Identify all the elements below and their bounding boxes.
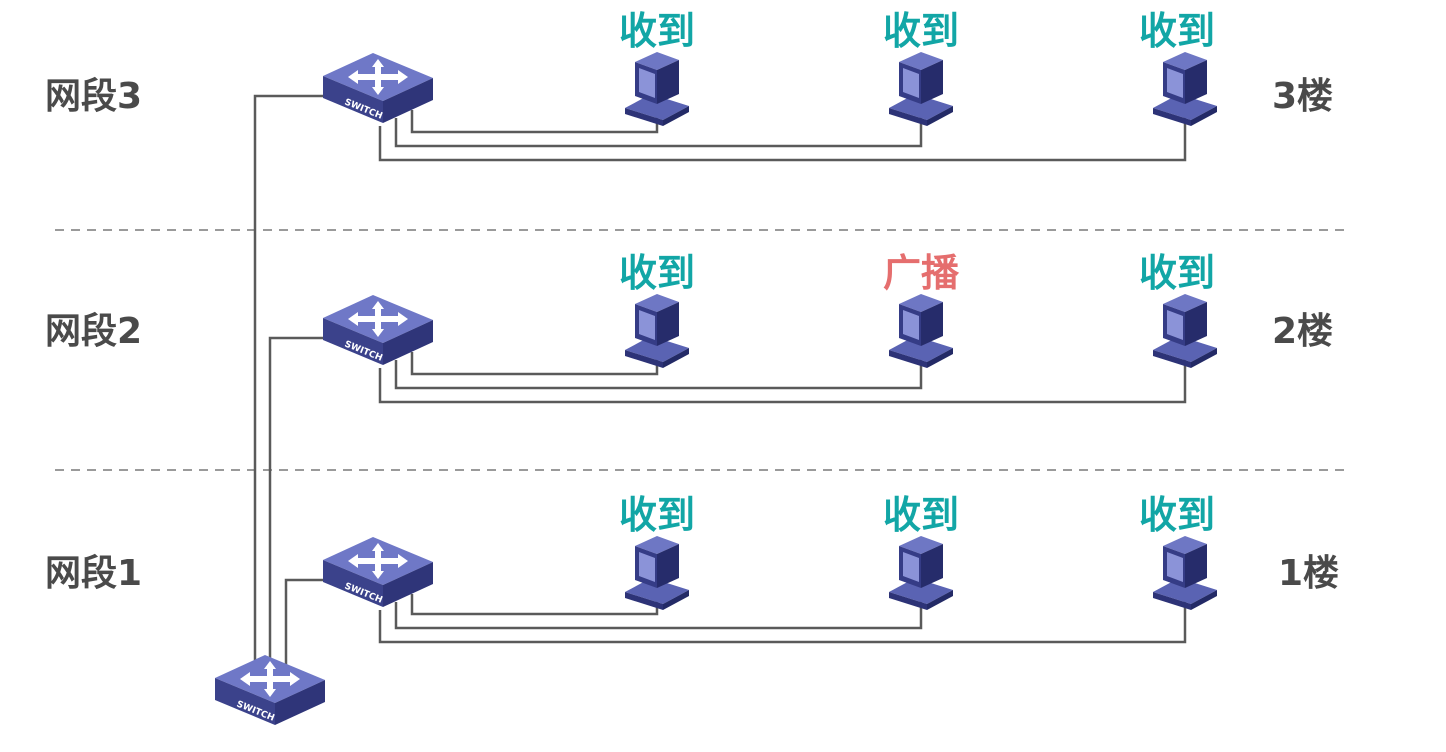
- status-label: 收到: [619, 251, 695, 295]
- status-label: 广播: [883, 251, 960, 295]
- pc-host: 广播: [879, 248, 963, 368]
- floor-label: 1楼: [1278, 553, 1339, 594]
- pc-host: 收到: [879, 490, 963, 610]
- floor-label: 2楼: [1272, 311, 1333, 352]
- pc-host: 收到: [1135, 248, 1219, 368]
- pc-host: 收到: [1135, 6, 1219, 126]
- floor-switch: SWITCH: [323, 537, 433, 607]
- trunk-cable-2: [268, 336, 328, 672]
- pc-host: 收到: [615, 490, 699, 610]
- trunk-cable-1: [284, 578, 328, 672]
- status-label: 收到: [883, 493, 959, 537]
- pc-host: 收到: [615, 248, 699, 368]
- floor-switch: SWITCH: [323, 53, 433, 123]
- pc-host: 收到: [879, 6, 963, 126]
- floor3-cable-pc2: [394, 112, 923, 148]
- status-label: 收到: [883, 9, 959, 53]
- floor-label: 3楼: [1272, 76, 1333, 117]
- floor3-cable-pc1: [410, 110, 659, 134]
- status-label: 收到: [1139, 493, 1215, 537]
- floor-3: 网段3 3楼 SWITCH 收到 收到 收到: [45, 6, 1333, 126]
- pc-host: 收到: [615, 6, 699, 126]
- floor2-cable-pc2: [394, 354, 923, 390]
- status-label: 收到: [619, 9, 695, 53]
- floor1-cable-pc2: [394, 596, 923, 630]
- status-label: 收到: [1139, 251, 1215, 295]
- segment-label: 网段1: [45, 553, 142, 594]
- floor2-cable-pc3: [378, 354, 1187, 404]
- trunk-cable-3: [253, 94, 328, 672]
- status-label: 收到: [1139, 9, 1215, 53]
- floor2-cable-pc1: [410, 352, 659, 376]
- floor1-cable-pc1: [410, 594, 659, 616]
- core-switch: SWITCH: [215, 655, 325, 725]
- floor1-cable-pc3: [378, 596, 1187, 644]
- pc-host: 收到: [1135, 490, 1219, 610]
- floor-switch: SWITCH: [323, 295, 433, 365]
- floor-2: 网段2 2楼 SWITCH 收到 广播 收到: [45, 248, 1333, 368]
- segment-label: 网段3: [45, 76, 142, 117]
- status-label: 收到: [619, 493, 695, 537]
- floor-1: 网段1 1楼 SWITCH 收到 收到 收到: [45, 490, 1339, 610]
- floor3-cable-pc3: [378, 112, 1187, 162]
- segment-label: 网段2: [45, 311, 142, 352]
